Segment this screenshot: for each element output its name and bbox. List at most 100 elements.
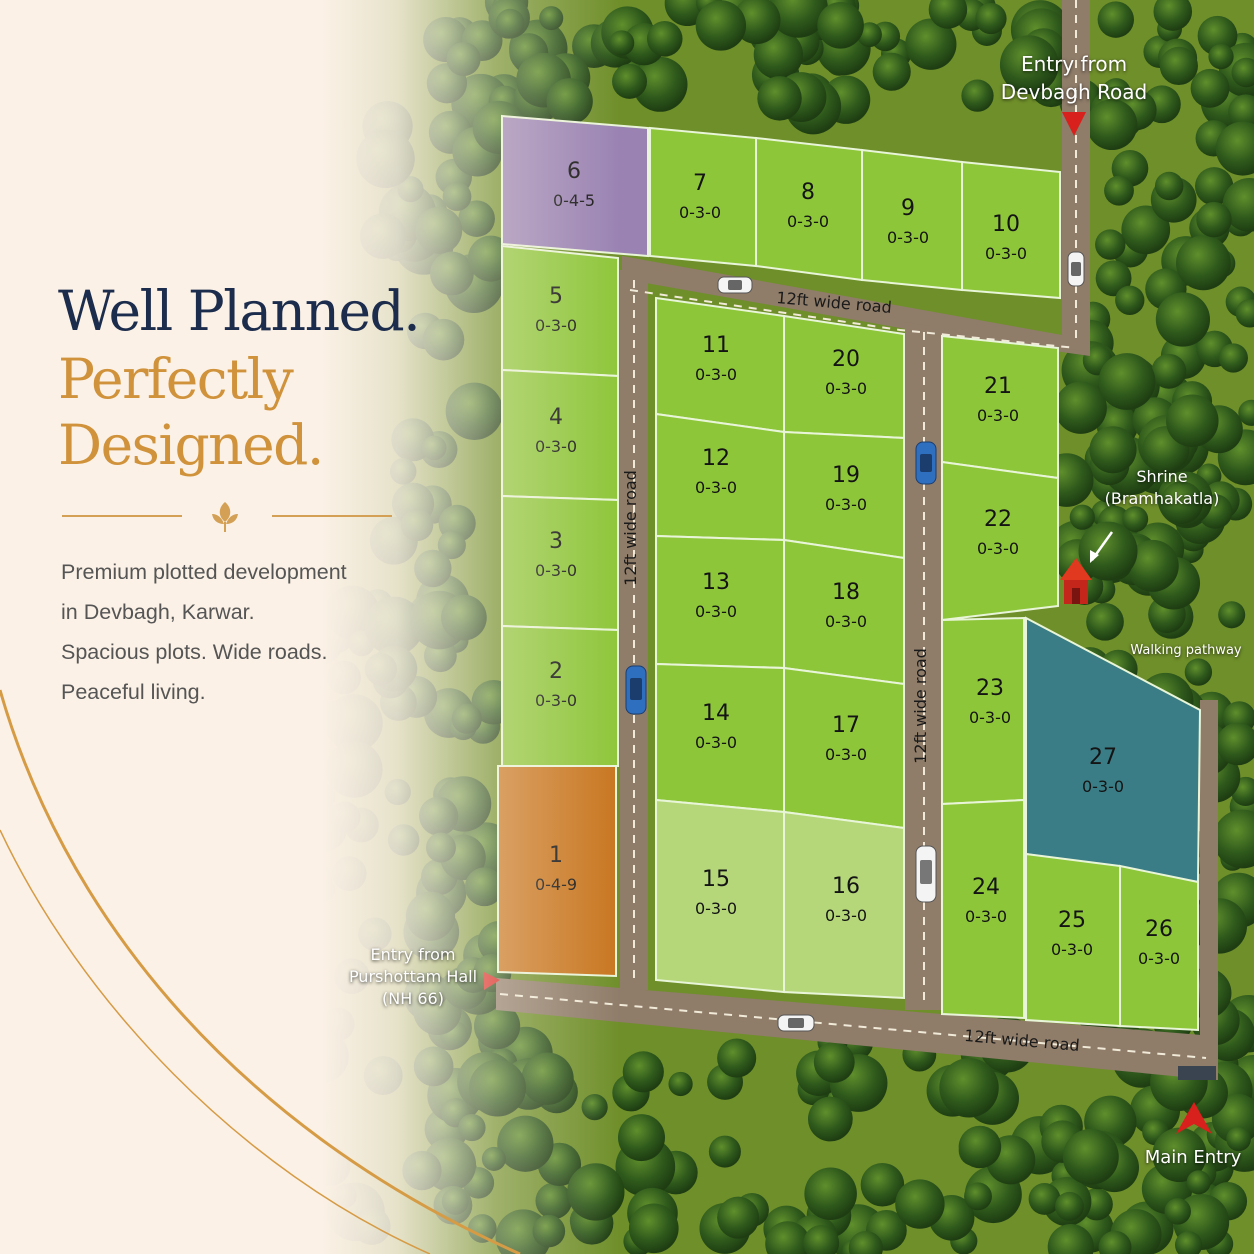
tree-icon [1151,353,1187,389]
car-icon [717,276,753,294]
plot-area-20: 0-3-0 [825,379,867,398]
tree-icon [646,21,683,57]
plot-1[interactable] [497,765,617,978]
tree-icon [425,832,456,863]
description-line: Peaceful living. [61,680,206,704]
tree-icon [768,0,828,38]
tree-icon [1226,1126,1251,1152]
shrine-label: Shrine (Bramhakatla) [1104,467,1220,508]
tree-icon [1231,57,1254,88]
tree-icon [1228,94,1254,130]
plot-number-26: 26 [1145,917,1173,942]
headline-secondary-2: Designed. [58,413,324,477]
plot-area-19: 0-3-0 [825,495,867,514]
tree-icon [1196,201,1232,238]
tree-icon [939,1058,999,1118]
plot-number-22: 22 [984,507,1012,532]
divider-line-right [272,515,392,517]
plot-7[interactable] [649,126,757,268]
plot-number-13: 13 [702,570,730,595]
plot-5[interactable] [501,244,619,378]
tree-icon [1122,506,1149,533]
road-label-right: 12ft wide road [911,648,930,764]
tree-icon [1208,43,1234,70]
tree-icon [804,1167,857,1221]
plot-number-27: 27 [1089,745,1117,770]
tree-icon [1028,1183,1061,1215]
tree-icon [293,1003,322,1032]
tree-icon [331,856,367,891]
tree-icon [1098,353,1156,410]
tree-icon [1095,260,1132,297]
plot-number-25: 25 [1058,908,1086,933]
main-entry-label: Main Entry [1144,1147,1242,1168]
plot-area-2: 0-3-0 [535,691,577,710]
tree-icon [617,1114,665,1162]
tree-icon [622,1051,664,1093]
plot-area-25: 0-3-0 [1051,940,1093,959]
plot-number-3: 3 [549,529,563,554]
tree-icon [1190,68,1230,108]
arrow-down-icon [1062,112,1086,136]
tree-icon [1055,1191,1084,1221]
tree-icon [1115,285,1145,315]
plot-area-5: 0-3-0 [535,316,577,335]
tree-icon [753,30,804,80]
plot-20[interactable] [783,314,905,440]
plot-area-13: 0-3-0 [695,602,737,621]
walking-pathway-label: Walking pathway [1130,643,1242,658]
plot-12[interactable] [655,412,785,542]
plot-area-24: 0-3-0 [965,907,1007,926]
plot-24[interactable] [941,798,1025,1020]
plot-area-16: 0-3-0 [825,906,867,925]
tree-icon [975,2,1007,35]
plot-number-9: 9 [901,196,915,221]
plot-8[interactable] [755,136,863,282]
tree-icon [848,1230,883,1254]
tree-icon [803,1225,840,1254]
tree-icon [1086,99,1138,151]
tree-icon [1054,381,1107,434]
tree-icon [356,129,415,189]
tree-icon [1097,1,1135,38]
plot-22[interactable] [941,460,1059,622]
plot-number-5: 5 [549,284,563,309]
plot-area-9: 0-3-0 [887,228,929,247]
tree-icon [717,1196,760,1239]
plot-15[interactable] [655,798,785,994]
tree-icon [1238,399,1254,426]
plot-10[interactable] [961,160,1061,300]
tree-icon [928,0,968,29]
tree-icon [717,1038,757,1078]
car-icon [777,1014,815,1032]
plot-16[interactable] [783,810,905,1000]
tree-icon [497,1115,554,1172]
plot-number-17: 17 [832,713,860,738]
tree-icon [813,1041,855,1083]
tree-icon [632,56,688,112]
plot-number-1: 1 [549,843,563,868]
tree-icon [905,18,957,70]
tree-icon [1215,121,1254,176]
plot-number-15: 15 [702,867,730,892]
plot-6[interactable] [501,114,649,258]
tree-icon [1195,167,1234,206]
main-gate [1178,1066,1216,1080]
tree-icon [405,891,456,941]
tree-icon [1152,1127,1207,1183]
plot-4[interactable] [501,368,619,502]
tree-icon [612,63,648,99]
plot-area-4: 0-3-0 [535,437,577,456]
tree-icon [1121,205,1171,255]
intro-panel: Well Planned. Perfectly Designed. Premiu… [58,280,458,712]
plot-26[interactable] [1119,864,1199,1032]
plot-number-18: 18 [832,580,860,605]
tree-icon [1175,235,1231,291]
description-line: in Devbagh, Karwar. [61,600,255,624]
headline-secondary-1: Perfectly [58,347,294,411]
tree-icon [419,796,457,835]
tree-icon [295,1029,349,1084]
tree-icon [442,182,472,211]
tree-icon [1166,394,1219,448]
tree-icon [1218,601,1246,629]
